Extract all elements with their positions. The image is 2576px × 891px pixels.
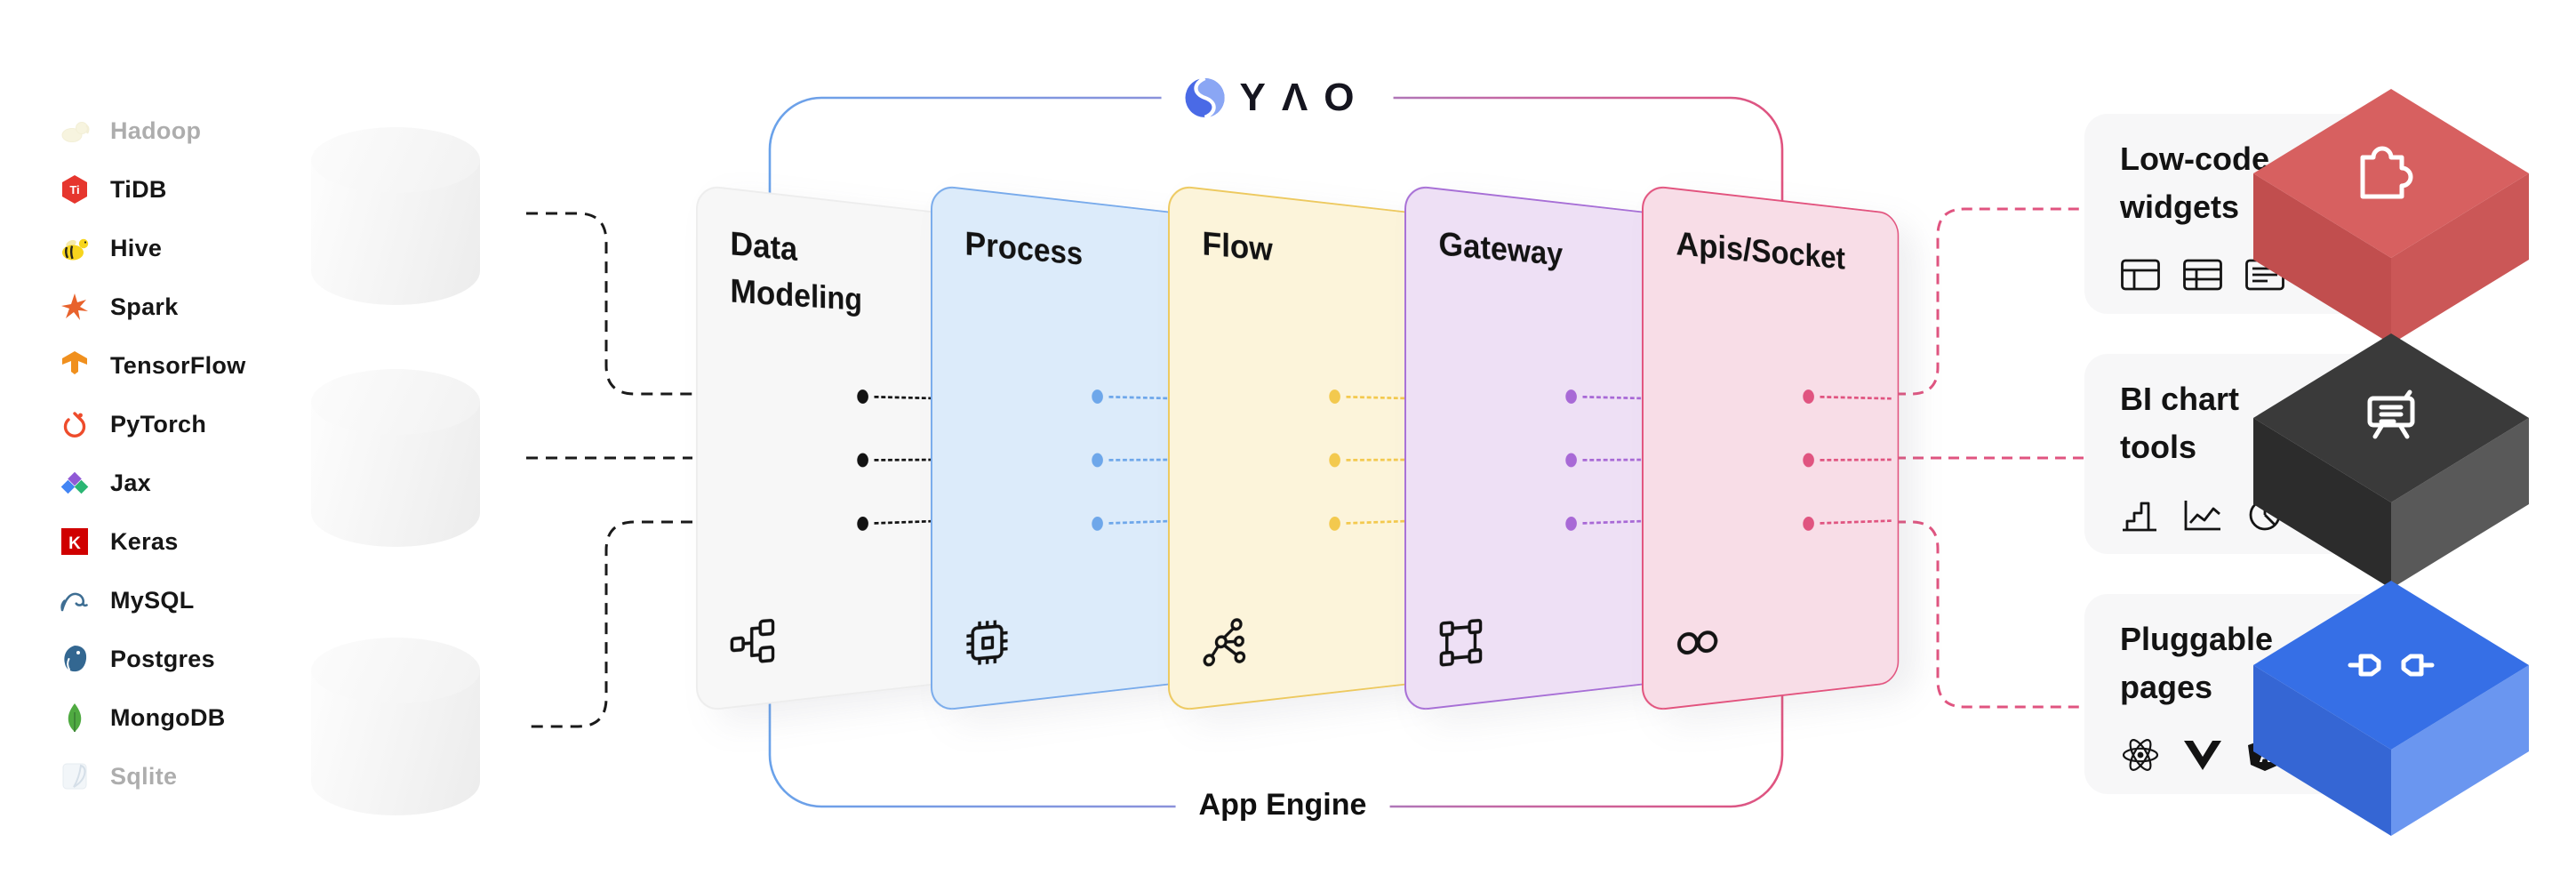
output-icon-row xyxy=(2120,257,2285,293)
layer-card-apis-socket: Apis/Socket xyxy=(1642,184,1900,712)
database-cylinder xyxy=(311,369,480,547)
tech-item-pytorch: PyTorch xyxy=(59,405,206,444)
layer-card-gateway: Gateway xyxy=(1404,184,1662,712)
layer-title: Data Modeling xyxy=(730,225,862,318)
hierarchy-icon xyxy=(729,615,777,670)
svg-text:Ti: Ti xyxy=(69,183,79,197)
svg-text:K: K xyxy=(68,534,81,553)
vue-icon xyxy=(2184,741,2221,770)
puzzle-icon xyxy=(2360,146,2413,199)
tech-label: Hadoop xyxy=(110,116,202,144)
tech-item-hive: Hive xyxy=(59,229,162,268)
infinity-icon xyxy=(1675,615,1723,670)
layout-panel-icon xyxy=(2121,259,2160,291)
plug-icon xyxy=(2348,654,2435,677)
line-chart-icon xyxy=(2184,501,2220,531)
tech-label: Hive xyxy=(110,234,163,261)
yao-logo: YΛO xyxy=(1161,75,1394,121)
jax-icon xyxy=(59,467,91,499)
right-dashed-connectors xyxy=(1895,207,2084,709)
mysql-icon xyxy=(59,584,91,616)
connector-dot-row xyxy=(1565,453,1654,468)
connector-dot-row xyxy=(1803,514,1892,532)
vector-square-icon xyxy=(1437,615,1485,670)
presentation-board-icon xyxy=(2367,389,2415,439)
layer-card-process: Process xyxy=(931,184,1188,712)
connector-dot-row xyxy=(1092,389,1180,405)
tech-item-keras: K Keras xyxy=(59,522,179,561)
layer-card-data-modeling: Data Modeling xyxy=(696,184,954,712)
tech-label: Postgres xyxy=(110,645,215,672)
layer-title: Flow xyxy=(1202,225,1273,269)
tidb-icon: Ti xyxy=(59,173,91,205)
tech-label: Keras xyxy=(110,527,179,555)
tech-item-spark: Spark xyxy=(59,287,179,326)
tech-item-tidb: Ti TiDB xyxy=(59,170,167,209)
connector-dot-row xyxy=(1565,514,1654,532)
tech-label: TiDB xyxy=(110,175,167,203)
mongodb-icon xyxy=(59,702,91,734)
hive-icon xyxy=(59,232,91,264)
tech-item-hadoop: Hadoop xyxy=(59,111,201,150)
layer-card-flow: Flow xyxy=(1168,184,1426,712)
tech-label: MySQL xyxy=(110,586,195,614)
react-icon xyxy=(2122,739,2159,771)
layer-title: Gateway xyxy=(1438,225,1564,273)
tech-label: PyTorch xyxy=(110,410,207,437)
left-dashed-connectors xyxy=(526,212,692,728)
tech-label: TensorFlow xyxy=(110,351,246,379)
tech-label: Sqlite xyxy=(110,762,178,790)
pages-3d-box xyxy=(2253,581,2529,836)
bi-3d-box xyxy=(2253,333,2529,589)
connector-dot-row xyxy=(1565,389,1654,405)
logo-text: YΛO xyxy=(1239,76,1371,119)
widgets-3d-box xyxy=(2253,89,2529,344)
tech-label: MongoDB xyxy=(110,703,226,731)
connector-dot-row xyxy=(1092,514,1180,532)
tech-item-mongodb: MongoDB xyxy=(59,698,226,737)
sqlite-icon xyxy=(59,760,91,792)
app-engine-label: App Engine xyxy=(1175,788,1390,823)
bar-chart-icon xyxy=(2123,502,2156,532)
layer-title: Process xyxy=(964,225,1084,272)
database-cylinder xyxy=(311,127,480,305)
layer-title: Apis/Socket xyxy=(1676,225,1845,277)
tech-label: Spark xyxy=(110,293,179,320)
yao-logo-icon xyxy=(1185,77,1225,118)
tech-item-tensorflow: TensorFlow xyxy=(59,346,246,385)
tech-label: Jax xyxy=(110,469,151,496)
connector-dot-row xyxy=(1803,389,1892,405)
database-cylinder xyxy=(311,638,480,815)
spark-icon xyxy=(59,291,91,323)
cpu-icon xyxy=(964,615,1012,670)
hadoop-icon xyxy=(59,115,91,147)
table-icon xyxy=(2183,259,2222,291)
tech-item-mysql: MySQL xyxy=(59,581,195,620)
tech-item-jax: Jax xyxy=(59,463,151,502)
connector-dot-row xyxy=(1092,453,1180,468)
connector-dot-row xyxy=(1803,453,1892,468)
postgres-icon xyxy=(59,643,91,675)
tech-item-sqlite: Sqlite xyxy=(59,757,177,796)
pytorch-icon xyxy=(59,408,91,440)
tech-item-postgres: Postgres xyxy=(59,639,215,678)
network-graph-icon xyxy=(1201,615,1249,670)
keras-icon: K xyxy=(59,526,91,558)
tensorflow-icon xyxy=(59,349,91,381)
